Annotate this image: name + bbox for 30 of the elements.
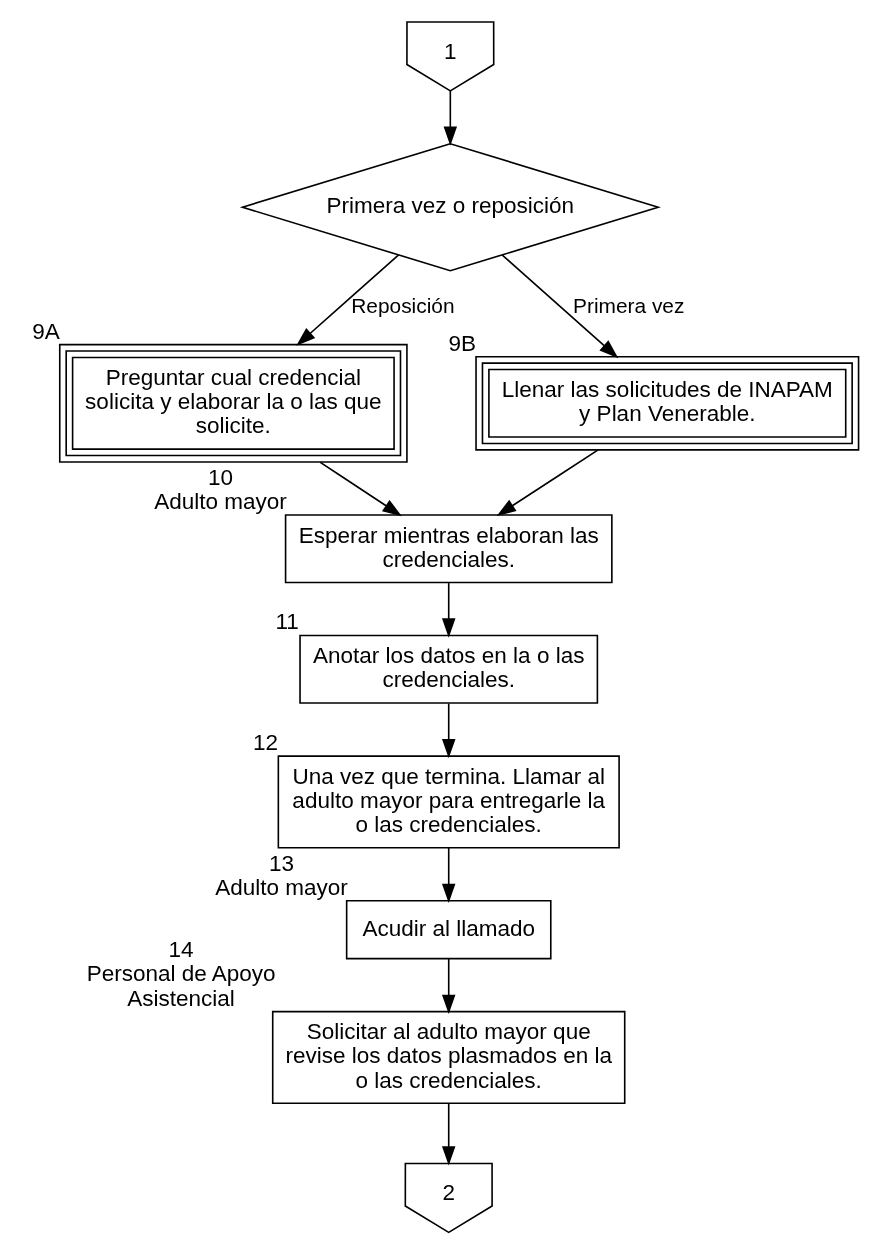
node-box: Anotar los datos en la o las credenciales. [298,634,598,704]
arrow [441,846,455,904]
node-label: 11 [275,609,299,635]
node-box: Acudir al llamado [345,899,552,960]
node-box: Preguntar cual credencial solicita y elaborar la o las que solicite. [58,343,408,463]
arrow [443,90,457,146]
node-label: 9B [448,330,476,356]
node-box: Solicitar al adulto mayor que revise los datos plasmados en la o las credenciales. [271,1010,625,1105]
arrow [319,461,402,517]
node-label: 14 [168,937,194,963]
arrow [501,254,618,359]
arrow [441,702,455,759]
arrow [295,254,399,346]
node-box: Esperar mientras elaboran las credenciales. [284,514,613,584]
node-label: Adulto mayor [214,874,348,900]
node-label: 13 [268,850,294,876]
arrow [496,449,599,516]
node-label: Adulto mayor [153,488,287,514]
node-label: 12 [252,729,278,755]
node-label: Personal de Apoyo Asistencial [86,961,276,1011]
node-diamond: Primera vez o reposición [239,142,661,272]
arrow [441,958,455,1015]
edge-label: Reposición [350,294,455,318]
node-box: Una vez que termina. Llamar al adulto mayor para entregarle la o las credenciales. [277,755,620,849]
node-box: Llenar las solicitudes de INAPAM y Plan Venerable. [474,355,859,451]
node-label: 9A [31,318,60,344]
arrow [441,1102,455,1166]
arrow [441,582,455,638]
edge-label: Primera vez [572,294,684,318]
node-label: 10 [207,464,233,490]
